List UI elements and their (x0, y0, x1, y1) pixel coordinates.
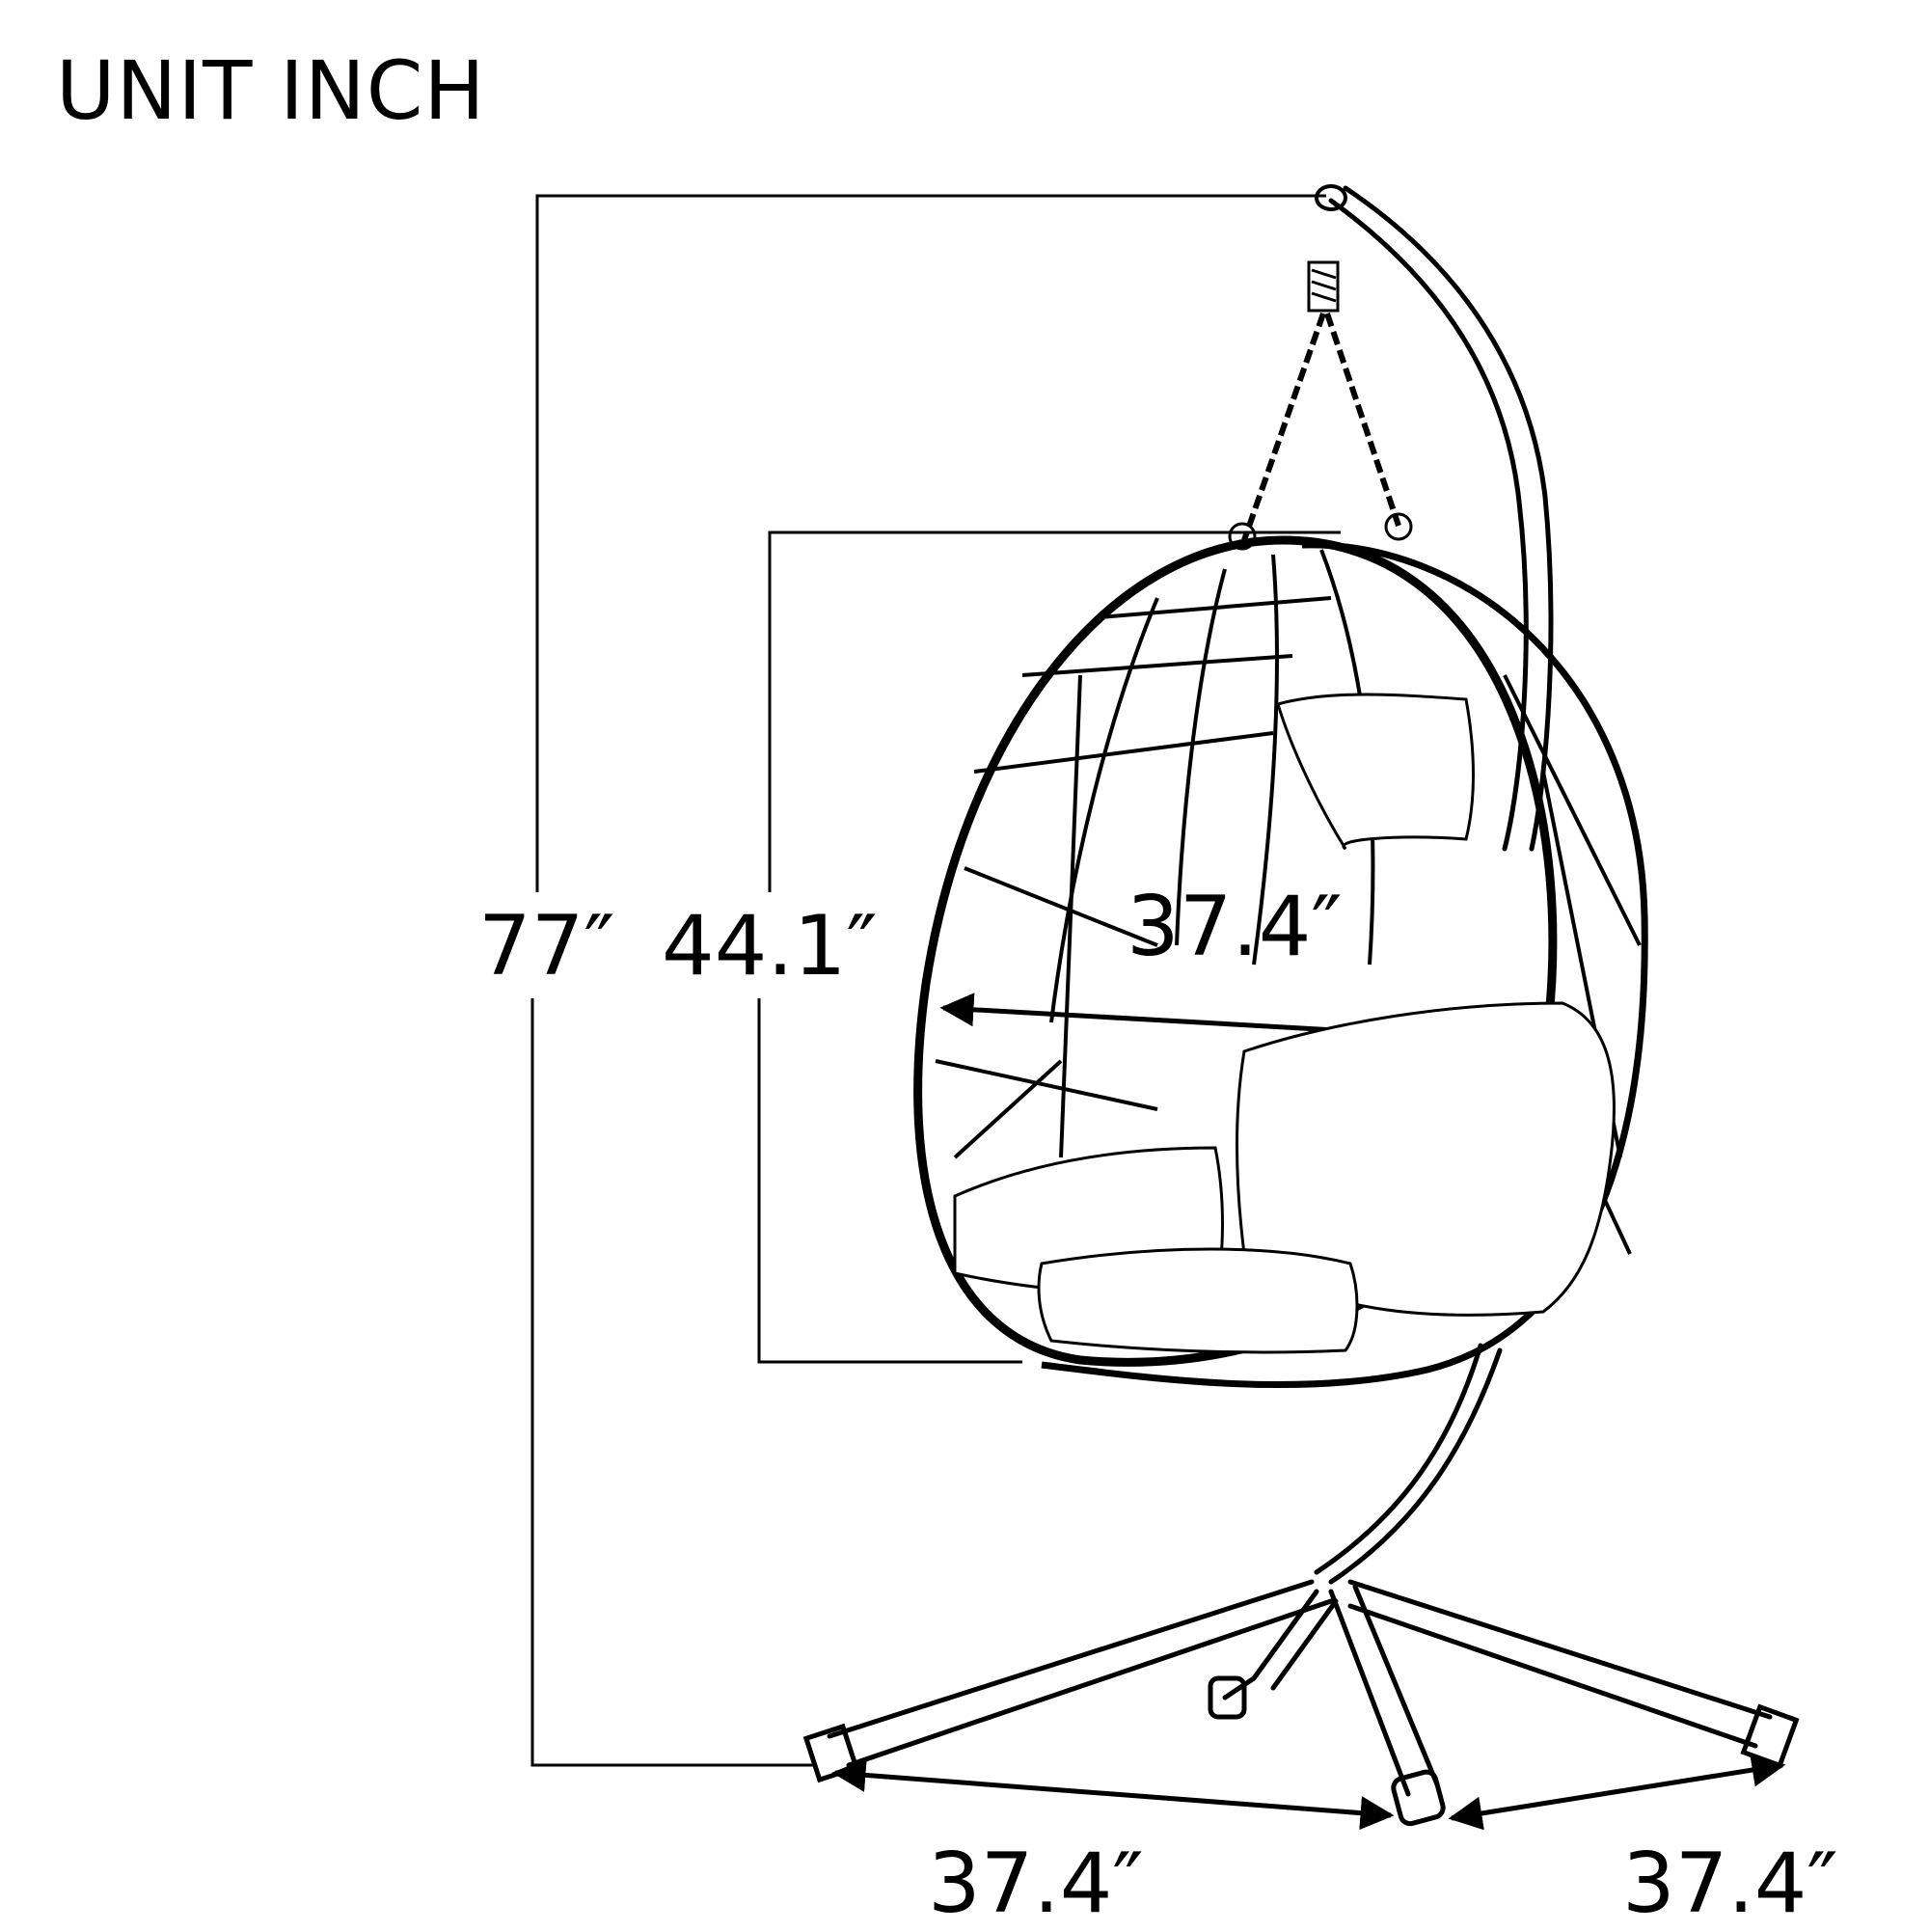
stand-frame (802, 184, 1800, 1827)
egg-basket (913, 535, 1648, 1389)
chair-height-dimension-line (757, 531, 1341, 1364)
base-right-arrow (1448, 1753, 1786, 1831)
hanging-chain (1228, 260, 1413, 551)
unit-title: UNIT INCH (56, 43, 486, 138)
cushions (953, 693, 1616, 1354)
base-right-leg-label: 37.4″ (1622, 1836, 1838, 1932)
overall-height-dimension-line (530, 194, 1326, 1767)
chair-width-label: 37.4″ (1127, 879, 1343, 975)
base-left-leg-label: 37.4″ (928, 1836, 1144, 1932)
base-left-arrow (831, 1757, 1395, 1831)
chair-height-label: 44.1″ (662, 898, 878, 994)
overall-height-label: 77″ (478, 898, 615, 994)
